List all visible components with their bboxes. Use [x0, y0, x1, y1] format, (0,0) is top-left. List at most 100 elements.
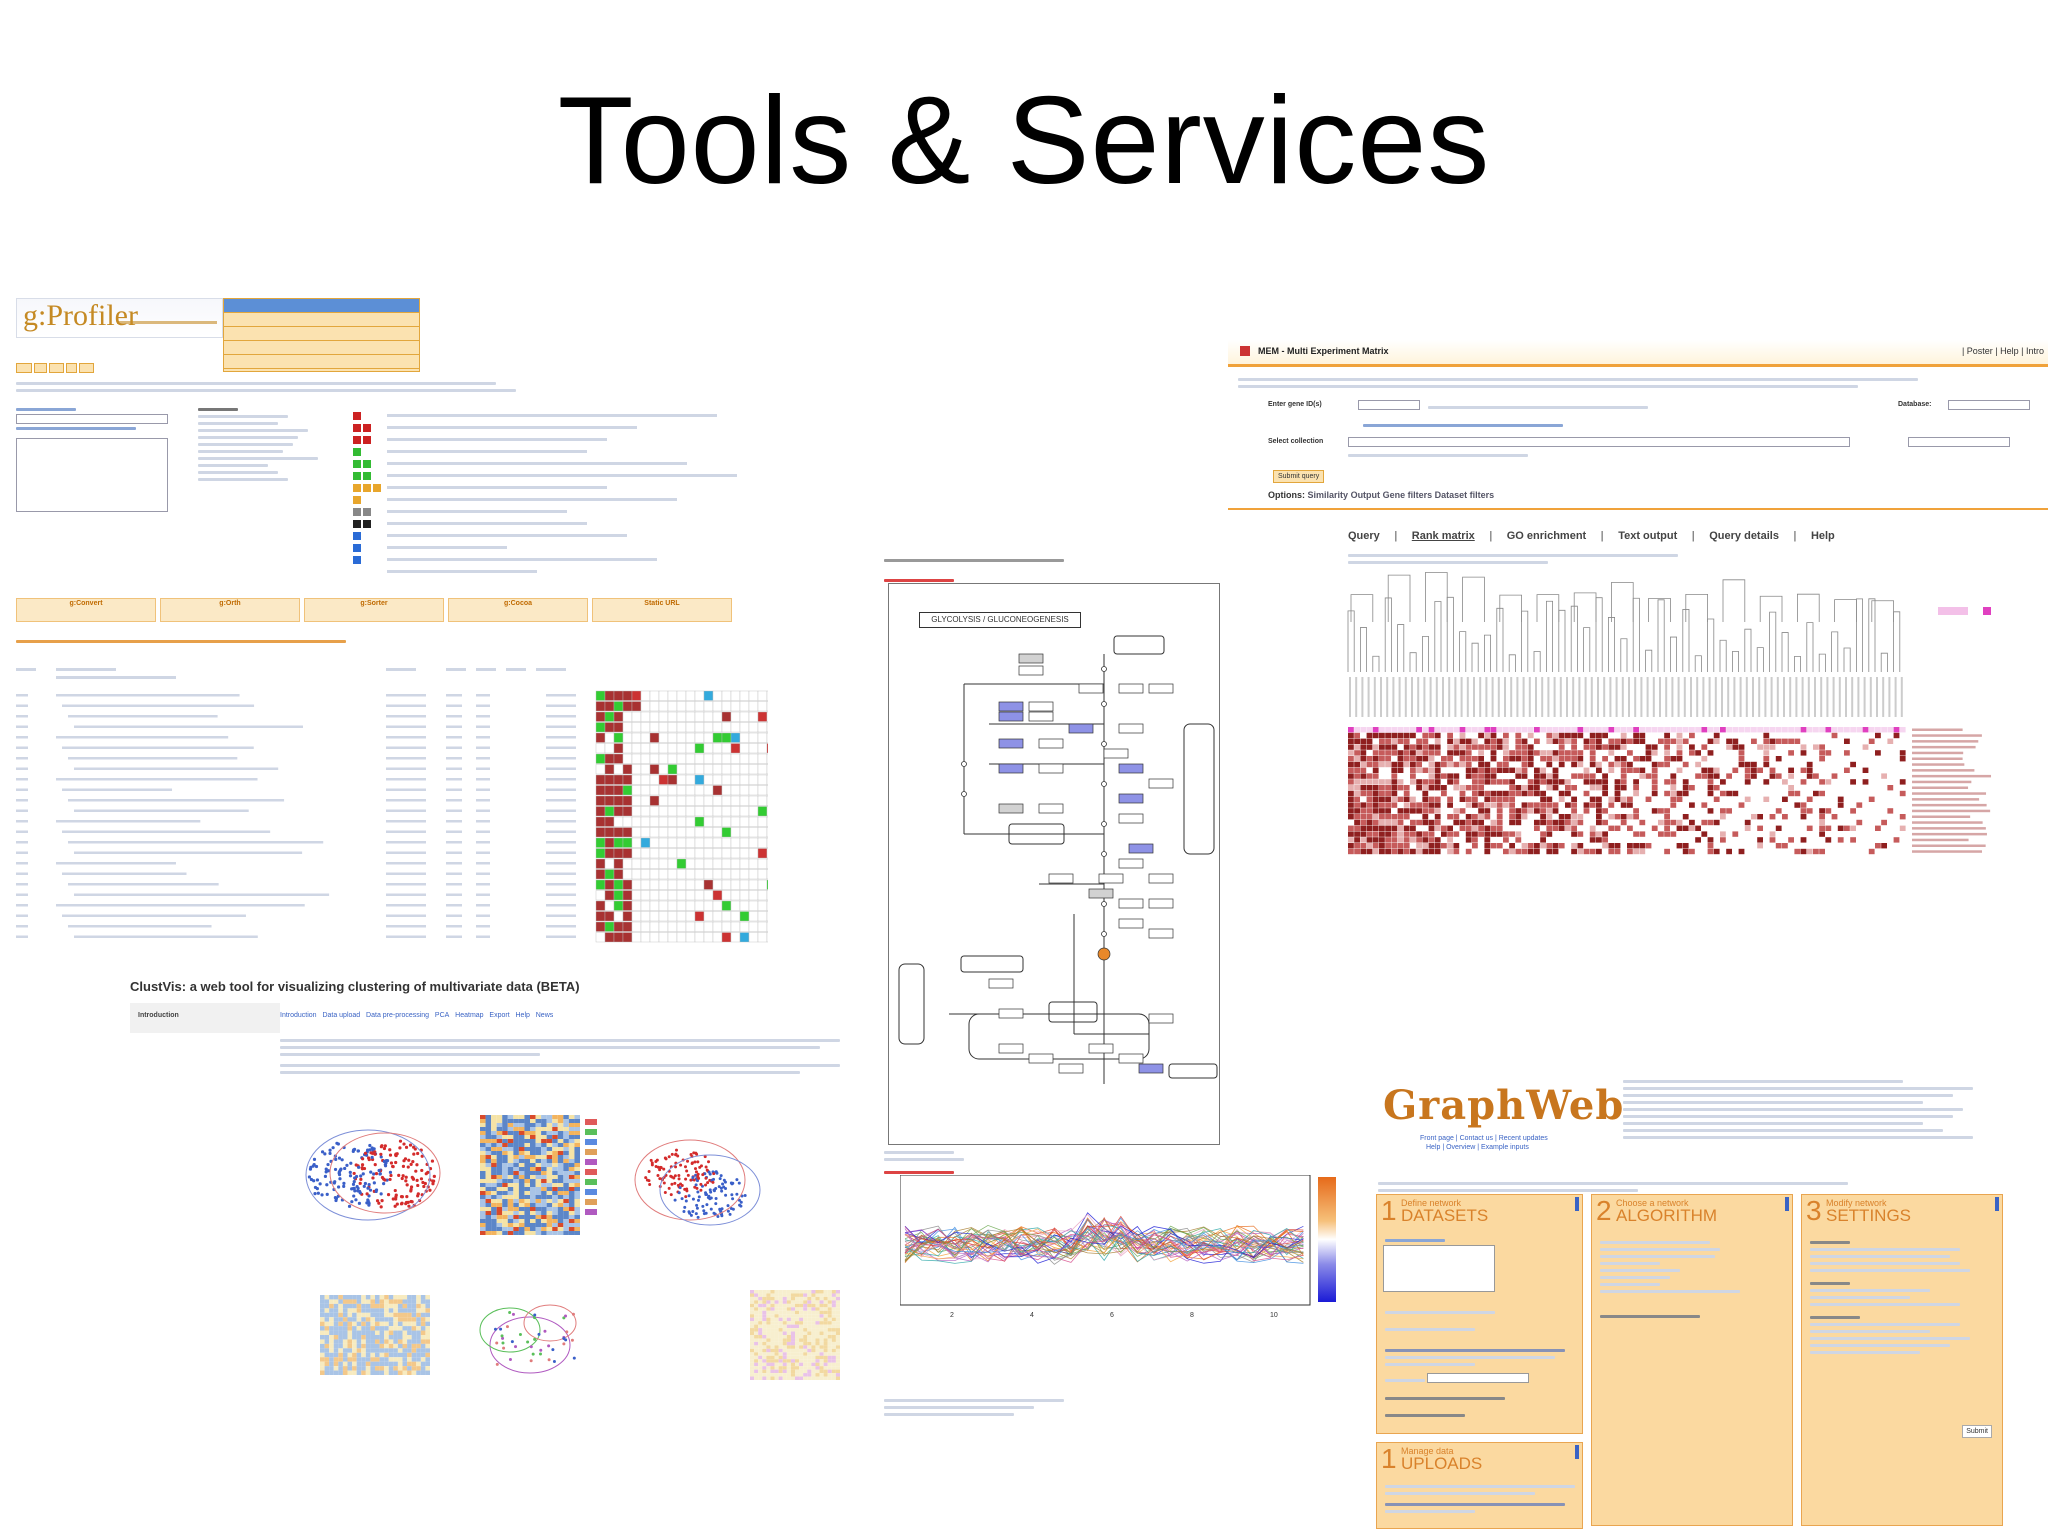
heatmap-cell	[1546, 790, 1553, 797]
heatmap-cell	[1527, 825, 1534, 831]
heatmap-cell	[1459, 790, 1466, 797]
heatmap-cell	[1658, 779, 1664, 785]
heatmap-cell	[750, 1362, 755, 1367]
menu-item-gsorter[interactable]	[224, 341, 419, 355]
clustvis-nav-heatmap[interactable]: Heatmap	[455, 1012, 484, 1019]
scatter-point	[354, 1198, 358, 1202]
tool-link-gconvert[interactable]: g:Convert	[16, 598, 156, 622]
scatter-point	[547, 1344, 551, 1348]
organism-select[interactable]	[16, 414, 168, 424]
evidence-cell	[676, 732, 687, 743]
nav-about[interactable]	[34, 363, 48, 373]
heatmap-cell	[1875, 785, 1881, 791]
mem-collection-select[interactable]	[1348, 437, 1850, 447]
tool-link-gorth[interactable]: g:Orth	[160, 598, 300, 622]
heatmap-cell	[356, 1361, 362, 1367]
heatmap-cell	[1527, 802, 1534, 808]
heatmap-cell	[1713, 756, 1720, 762]
option-similarity[interactable]: Similarity	[1307, 490, 1349, 500]
heatmap-cell	[799, 1310, 804, 1315]
option-dataset-filters[interactable]: Dataset filters	[1434, 490, 1495, 500]
heatmap-cell	[557, 1123, 564, 1127]
heatmap-cell	[1670, 773, 1677, 779]
evidence-cell	[703, 764, 714, 775]
nav-archives[interactable]	[79, 363, 95, 373]
heatmap-cell	[502, 1231, 508, 1235]
mem-submit-button[interactable]: Submit query	[1273, 470, 1325, 483]
table-row	[446, 862, 462, 865]
nav-contact[interactable]	[49, 363, 65, 373]
heatmap-cell	[568, 1179, 575, 1183]
heatmap-cell	[1403, 831, 1410, 837]
heatmap-cell	[320, 1330, 325, 1335]
mem-database-select[interactable]	[1948, 400, 2030, 410]
heatmap-cell	[324, 1326, 330, 1331]
heatmap-cell	[1447, 732, 1453, 739]
heatmap-cell	[1391, 848, 1398, 855]
heatmap-cell	[1775, 825, 1782, 831]
heatmap-cell	[1577, 843, 1584, 849]
mem-organism-filter[interactable]	[1908, 437, 2010, 447]
option-output[interactable]: Output	[1350, 490, 1381, 500]
tool-link-static-url[interactable]: Static URL	[592, 598, 732, 622]
scatter-point	[398, 1139, 403, 1143]
heatmap-cell	[1391, 825, 1398, 831]
clustvis-nav-export[interactable]: Export	[489, 1012, 510, 1019]
clustvis-nav-help[interactable]: Help	[515, 1012, 530, 1019]
table-row	[386, 725, 426, 728]
mem-gene-input[interactable]	[1358, 400, 1420, 410]
query-textarea[interactable]	[16, 438, 168, 512]
menu-item-gconvert[interactable]	[224, 327, 419, 341]
heatmap-cell	[524, 1151, 530, 1155]
clustvis-nav-news[interactable]: News	[535, 1012, 554, 1019]
evidence-cell	[739, 900, 750, 911]
clustvis-nav-introduction[interactable]: Introduction	[280, 1012, 317, 1019]
scatter-point	[419, 1177, 424, 1181]
mem-header-links[interactable]: | Poster | Help | Intro	[1961, 346, 2044, 356]
heatmap-cell	[541, 1183, 547, 1187]
tab-go-enrichment[interactable]: GO enrichment	[1506, 530, 1587, 542]
clustvis-nav-data-upload[interactable]: Data upload	[322, 1012, 361, 1019]
tool-link-gsorter[interactable]: g:Sorter	[304, 598, 444, 622]
heatmap-cell	[574, 1115, 580, 1119]
heatmap-cell	[823, 1324, 828, 1329]
menu-item-gost[interactable]	[224, 299, 419, 313]
heatmap-cell	[530, 1191, 536, 1195]
heatmap-cell	[782, 1348, 787, 1353]
table-row	[546, 862, 576, 865]
heatmap-cell	[420, 1326, 426, 1331]
gprofiler-logo[interactable]: g:Profiler	[23, 299, 138, 332]
scatter-point	[313, 1192, 317, 1196]
clustvis-sidebar-introduction[interactable]: Introduction	[138, 1012, 179, 1019]
enzyme-box	[998, 701, 1024, 712]
heatmap-cell	[1527, 819, 1534, 826]
clustvis-nav-pca[interactable]: PCA	[434, 1012, 450, 1019]
tab-rank-matrix[interactable]: Rank matrix	[1411, 530, 1475, 542]
menu-item-gorth[interactable]	[224, 355, 419, 369]
heatmap-cell	[1372, 802, 1379, 808]
tab-query-details[interactable]: Query details	[1709, 530, 1779, 542]
tab-text-output[interactable]: Text output	[1618, 530, 1678, 542]
heatmap-cell	[807, 1314, 812, 1318]
menu-item-gcocoa[interactable]	[224, 313, 419, 327]
heatmap-cell	[831, 1338, 836, 1342]
heatmap-cell	[420, 1352, 426, 1358]
tab-query[interactable]: Query	[1348, 530, 1380, 542]
heatmap-cell	[393, 1299, 398, 1304]
heatmap-cell	[1627, 750, 1633, 756]
heatmap-cell	[1899, 732, 1906, 739]
heatmap-cell	[1695, 825, 1701, 831]
clustvis-nav-preprocessing[interactable]: Data pre-processing	[366, 1012, 430, 1019]
heatmap-cell	[1478, 744, 1484, 750]
nav-beta[interactable]	[66, 363, 78, 373]
tab-help[interactable]: Help	[1810, 530, 1835, 542]
heatmap-cell	[807, 1355, 812, 1360]
heatmap-cell	[1552, 825, 1559, 831]
tool-link-gcocoa[interactable]: g:Cocoa	[448, 598, 588, 622]
option-gene-filters[interactable]: Gene filters	[1382, 490, 1433, 500]
heatmap-cell	[393, 1295, 398, 1300]
nav-welcome[interactable]	[16, 363, 33, 373]
heatmap-cell	[1434, 790, 1441, 797]
evidence-cell	[640, 701, 651, 712]
heatmap-cell	[1503, 848, 1509, 855]
